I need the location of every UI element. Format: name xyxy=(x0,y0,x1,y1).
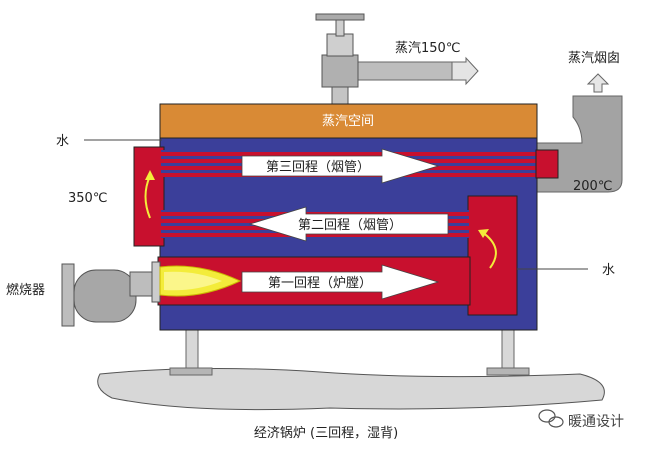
pass-3-arrow xyxy=(241,148,440,184)
valve-stem xyxy=(331,86,349,106)
burner-label: 燃烧器 xyxy=(6,282,45,298)
valve-body xyxy=(321,54,359,88)
watermark-text: 暖通设计 xyxy=(568,414,624,430)
valve-bonnet xyxy=(326,33,354,57)
valve-handwheel xyxy=(315,13,365,21)
steam-space-label: 蒸汽空间 xyxy=(322,114,374,129)
support-leg-left xyxy=(185,329,199,373)
pass-2-label: 第二回程（烟管） xyxy=(298,218,402,233)
steam-outlet-label: 蒸汽150℃ xyxy=(395,41,460,56)
caption: 经济锅炉 (三回程，湿背) xyxy=(254,425,398,441)
support-leg-right xyxy=(501,329,515,373)
flame-core xyxy=(164,271,222,291)
front-smoke-box xyxy=(133,146,165,247)
steam-pipe xyxy=(351,61,453,81)
valve-spindle xyxy=(335,19,345,37)
burner-body xyxy=(73,269,137,323)
pass-2-arrow xyxy=(248,206,449,242)
rear-reversing-chamber xyxy=(467,195,518,316)
flue-arrow xyxy=(586,73,610,93)
steam-arrow xyxy=(451,56,479,86)
wechat-logo-icon xyxy=(538,409,564,428)
pass-3-label: 第三回程（烟管） xyxy=(266,160,370,175)
steam-space xyxy=(159,103,538,139)
temp-350-label: 350℃ xyxy=(68,191,107,206)
support-foot-right xyxy=(486,367,530,376)
temp-200-label: 200℃ xyxy=(573,179,612,194)
pass-1-arrow xyxy=(241,264,440,300)
water-top-label: 水 xyxy=(56,134,69,149)
burner-plate xyxy=(61,263,75,327)
support-foot-left xyxy=(169,367,213,376)
turn-arrow-rear xyxy=(481,231,497,269)
water-right-label: 水 xyxy=(602,263,615,278)
pass-1-label: 第一回程（炉膛） xyxy=(268,276,372,291)
flue-label: 蒸汽烟囱 xyxy=(568,51,620,66)
turn-arrow-rear-head xyxy=(478,229,489,238)
third-pass-exit xyxy=(535,149,559,179)
turn-arrow-front-head xyxy=(145,170,155,180)
ground xyxy=(97,367,605,411)
burner-flange xyxy=(151,261,161,303)
